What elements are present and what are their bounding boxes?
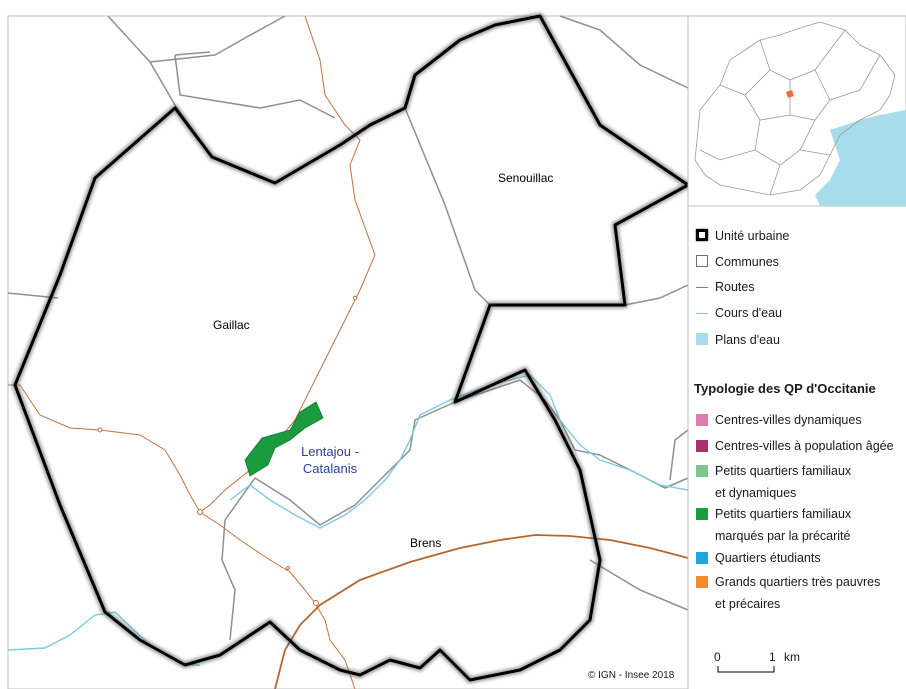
scale-one: 1 <box>769 650 776 664</box>
qp-label-line1: Lentajou - <box>301 444 359 459</box>
road-nodes <box>97 295 358 606</box>
qp-label-line2: Catalanis <box>302 461 358 476</box>
road-swatch <box>696 287 708 288</box>
urban-unit-swatch <box>696 229 708 241</box>
qp-lentajou-catalanis-area[interactable] <box>244 401 324 477</box>
urban-unit-boundary <box>11 12 692 684</box>
copyright: © IGN - Insee 2018 <box>588 670 675 681</box>
commune-swatch <box>696 255 708 267</box>
water-body-swatch <box>696 333 708 345</box>
inset-sea <box>815 110 906 206</box>
commune-label-gaillac: Gaillac <box>213 318 250 332</box>
water-course-swatch <box>696 313 708 314</box>
scale-zero: 0 <box>714 650 721 664</box>
typology-swatch-5 <box>696 576 708 588</box>
commune-label-brens: Brens <box>410 536 442 550</box>
commune-label-senouillac: Senouillac <box>498 171 554 185</box>
typology-swatch-2 <box>696 465 708 477</box>
typology-swatch-4 <box>696 552 708 564</box>
main-road <box>274 534 689 689</box>
inset-location-marker <box>786 90 794 98</box>
inset-map <box>687 15 906 207</box>
scale-unit: km <box>784 650 800 664</box>
typology-title: Typologie des QP d'Occitanie <box>694 381 876 396</box>
qp-label: Lentajou - Catalanis <box>290 443 370 477</box>
scale-bar: 0 1 km <box>714 648 800 678</box>
typology-swatch-0 <box>696 414 708 426</box>
typology-swatch-1 <box>696 440 708 452</box>
typology-swatch-3 <box>696 508 708 520</box>
roads <box>8 15 376 689</box>
commune-boundaries <box>7 15 689 641</box>
